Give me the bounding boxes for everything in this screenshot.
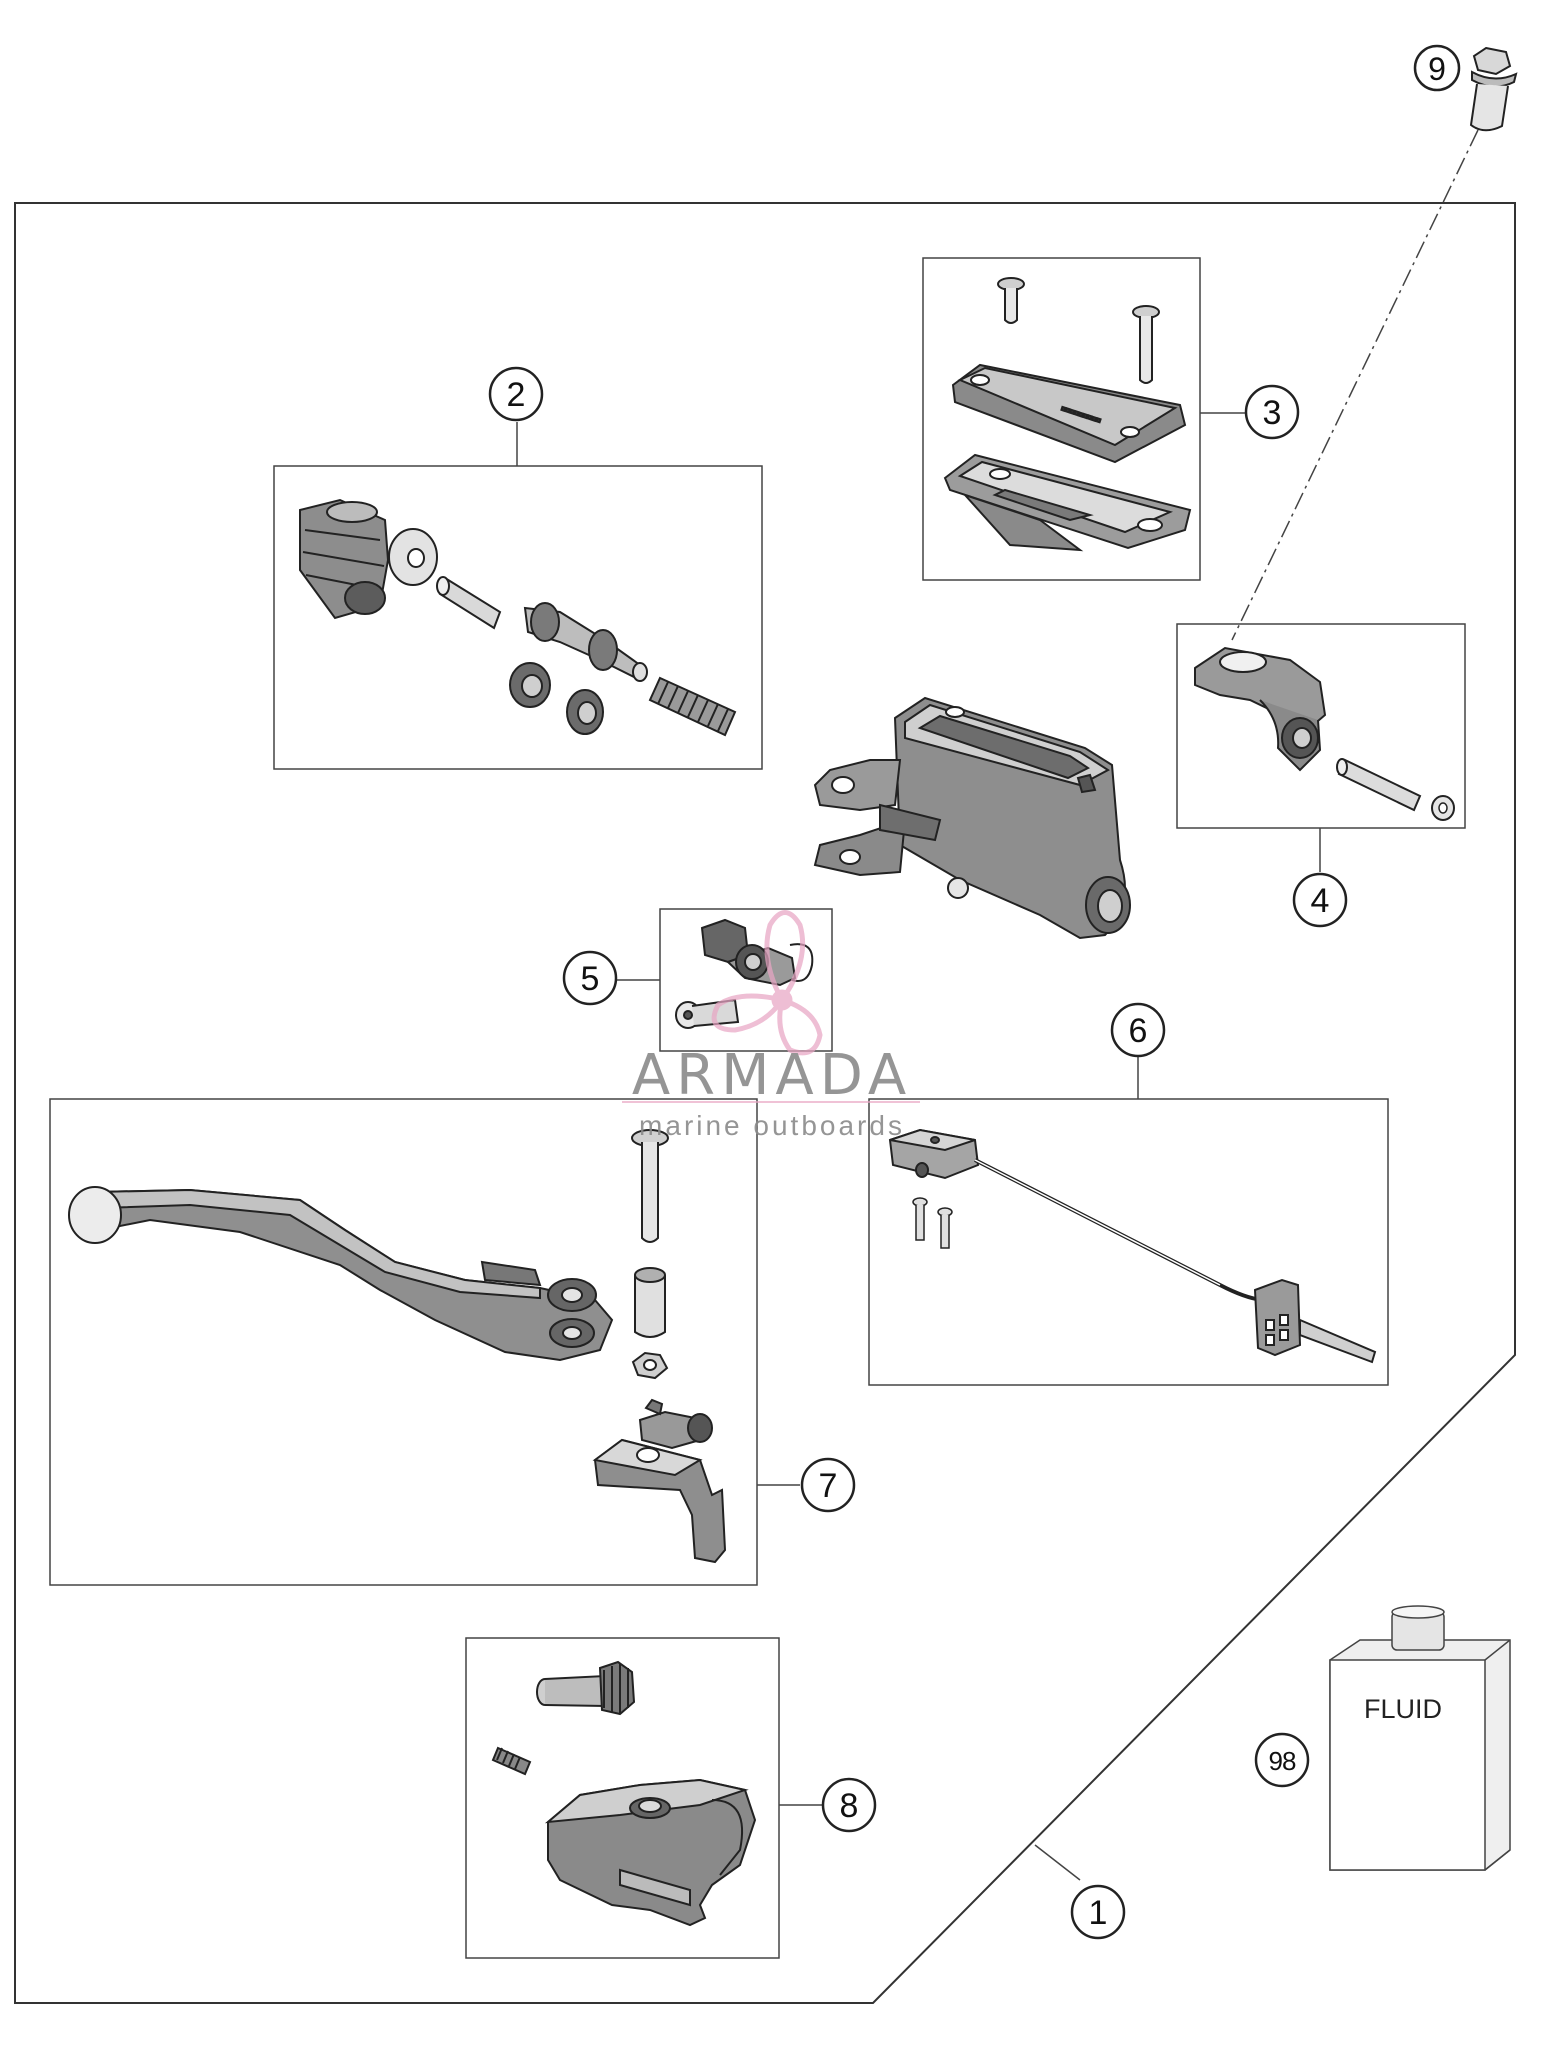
seal-ring-icon — [509, 662, 551, 708]
pin-icon — [1336, 758, 1422, 812]
group-2-piston-kit — [273, 422, 763, 770]
watermark-logo-icon — [711, 910, 823, 1056]
group-4-clamp — [1176, 623, 1466, 872]
callout-8: 8 — [821, 1777, 877, 1833]
svg-text:8: 8 — [840, 1787, 859, 1825]
callout-4: 4 — [1292, 872, 1348, 928]
lever-housing-icon — [544, 1778, 757, 1927]
group-6-switch-cable — [868, 1055, 1389, 1386]
group-8-lever-housing — [465, 1637, 822, 1959]
set-screw-icon — [491, 1746, 532, 1776]
piston-icon — [523, 602, 648, 682]
callout-98: 98 — [1254, 1732, 1310, 1788]
svg-text:1: 1 — [1089, 1894, 1108, 1932]
callout-9: 9 — [1413, 44, 1461, 92]
button-screw-icon — [675, 998, 740, 1029]
bolt-icon — [1469, 46, 1518, 132]
callout-1: 1 — [1070, 1884, 1126, 1940]
group-7-lever — [49, 1098, 800, 1586]
small-washer-icon — [1431, 795, 1455, 821]
seal-ring-icon — [566, 689, 604, 735]
small-screw-icon — [912, 1197, 953, 1249]
fluid-bottle-icon — [1329, 1605, 1511, 1871]
svg-text:5: 5 — [581, 960, 600, 998]
screw-icon — [1132, 305, 1160, 384]
screw-icon — [997, 277, 1025, 324]
watermark-tagline: marine outboards — [639, 1110, 905, 1141]
rubber-boot-icon — [299, 498, 390, 620]
svg-text:2: 2 — [507, 376, 526, 414]
nut-icon — [631, 1351, 669, 1380]
washer-icon — [388, 528, 438, 586]
callout-7: 7 — [800, 1457, 856, 1513]
switch-cable — [974, 1158, 1263, 1302]
adjuster-knob-icon — [536, 1660, 636, 1716]
svg-text:98: 98 — [1269, 1746, 1296, 1776]
master-cylinder-body-icon — [813, 696, 1131, 940]
cover-plate-icon: ▪▪▪▪▪▪▪▪▪ — [951, 363, 1187, 464]
pivot-bolt-icon — [631, 1129, 669, 1243]
adjuster-switch-icon — [700, 918, 814, 987]
svg-text:9: 9 — [1428, 51, 1446, 87]
callout-2: 2 — [488, 366, 544, 422]
callout-5: 5 — [562, 950, 618, 1006]
clutch-lever-icon — [68, 1186, 614, 1362]
lever-bracket-icon — [592, 1398, 727, 1564]
svg-text:3: 3 — [1263, 394, 1282, 432]
watermark-name: ARMADA — [632, 1043, 912, 1108]
spring-icon — [648, 676, 737, 737]
svg-text:6: 6 — [1129, 1012, 1148, 1050]
watermark: ARMADA marine outboards — [622, 910, 920, 1141]
group-3-reservoir-cover: ▪▪▪▪▪▪▪▪▪ — [922, 257, 1245, 581]
callout-3: 3 — [1244, 384, 1300, 440]
assembly-outline — [14, 202, 1516, 2004]
push-rod-icon — [436, 576, 502, 630]
callout-6: 6 — [1110, 1002, 1166, 1058]
connector-plug-icon — [1253, 1278, 1377, 1364]
diaphragm-icon — [943, 453, 1192, 552]
svg-text:7: 7 — [819, 1467, 838, 1505]
svg-text:4: 4 — [1311, 882, 1330, 920]
bushing-icon — [634, 1267, 666, 1338]
fluid-label: FLUID — [1364, 1694, 1442, 1724]
handlebar-clamp-icon — [1194, 646, 1327, 772]
switch-block-icon — [888, 1128, 980, 1180]
